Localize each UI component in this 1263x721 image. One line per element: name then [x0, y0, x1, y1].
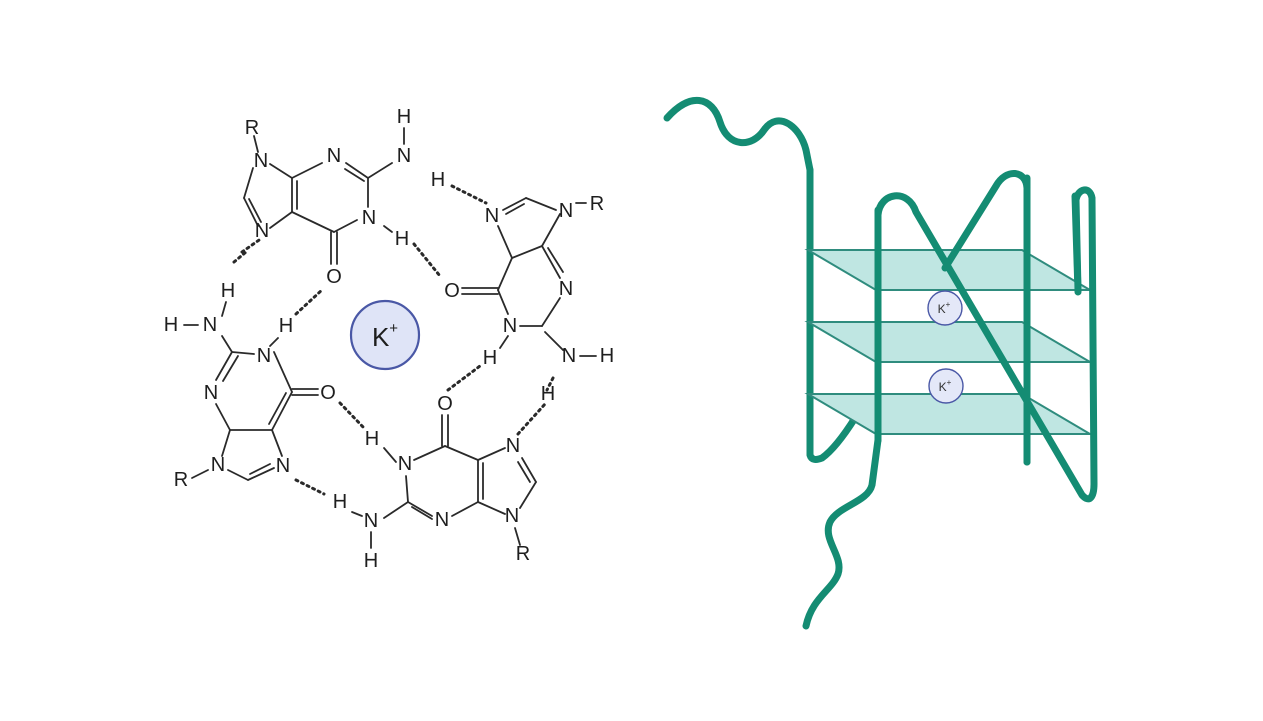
atom-r: R: [590, 193, 604, 215]
atom-h: H: [431, 169, 445, 191]
atom-n: N: [254, 150, 268, 172]
ion-charge: +: [947, 378, 952, 387]
atom-o: O: [437, 393, 453, 415]
atom-n: N: [562, 345, 576, 367]
g-quadruplex-schematic: K+ K+: [663, 97, 1098, 630]
atom-n: N: [435, 509, 449, 531]
atom-labels: R N N H N H N N H O N N R O N N N H H H …: [164, 106, 614, 572]
atom-o: O: [320, 382, 336, 404]
atom-n: N: [559, 200, 573, 222]
atom-h: H: [279, 315, 293, 337]
atom-h: H: [600, 345, 614, 367]
atom-n: N: [505, 505, 519, 527]
atom-n: N: [211, 454, 225, 476]
atom-n: N: [276, 455, 290, 477]
ion-charge: +: [946, 300, 951, 309]
atom-n: N: [257, 345, 271, 367]
potassium-ion-center: K+: [349, 299, 421, 371]
potassium-ion-upper: K+: [927, 290, 963, 326]
atom-h: H: [541, 383, 555, 405]
atom-h: H: [164, 314, 178, 336]
atom-n: N: [397, 145, 411, 167]
atom-n: N: [559, 278, 573, 300]
atom-n: N: [327, 145, 341, 167]
atom-h: H: [221, 280, 235, 302]
svg-text:K+: K+: [938, 300, 951, 317]
atom-r: R: [174, 469, 188, 491]
atom-n: N: [506, 435, 520, 457]
atom-n: N: [485, 205, 499, 227]
ion-charge: +: [389, 320, 398, 337]
ion-symbol: K: [938, 302, 946, 316]
atom-n: N: [503, 315, 517, 337]
atom-n: N: [364, 510, 378, 532]
atom-n: N: [255, 220, 269, 242]
tetrad-plates: [804, 249, 1094, 435]
ion-symbol: K: [372, 322, 390, 352]
atom-r: R: [245, 117, 259, 139]
atom-h: H: [333, 491, 347, 513]
g-quartet-structure: R N N H N H N N H O N N R O N N N H H H …: [164, 106, 614, 572]
atom-h: H: [364, 550, 378, 572]
covalent-bonds: [183, 127, 597, 549]
hydrogen-bonds: [232, 184, 555, 496]
svg-text:K+: K+: [372, 320, 398, 353]
atom-o: O: [444, 280, 460, 302]
svg-text:K+: K+: [939, 378, 952, 395]
atom-h: H: [397, 106, 411, 128]
potassium-ion-lower: K+: [928, 368, 964, 404]
ion-symbol: K: [939, 380, 947, 394]
atom-n: N: [398, 453, 412, 475]
atom-h: H: [365, 428, 379, 450]
strand-front: [663, 97, 1098, 630]
tetrad-plate-middle: [804, 321, 1094, 363]
atom-n: N: [204, 382, 218, 404]
atom-r: R: [516, 543, 530, 565]
atom-n: N: [203, 314, 217, 336]
atom-h: H: [483, 347, 497, 369]
atom-h: H: [395, 228, 409, 250]
atom-o: O: [326, 266, 342, 288]
atom-n: N: [362, 207, 376, 229]
